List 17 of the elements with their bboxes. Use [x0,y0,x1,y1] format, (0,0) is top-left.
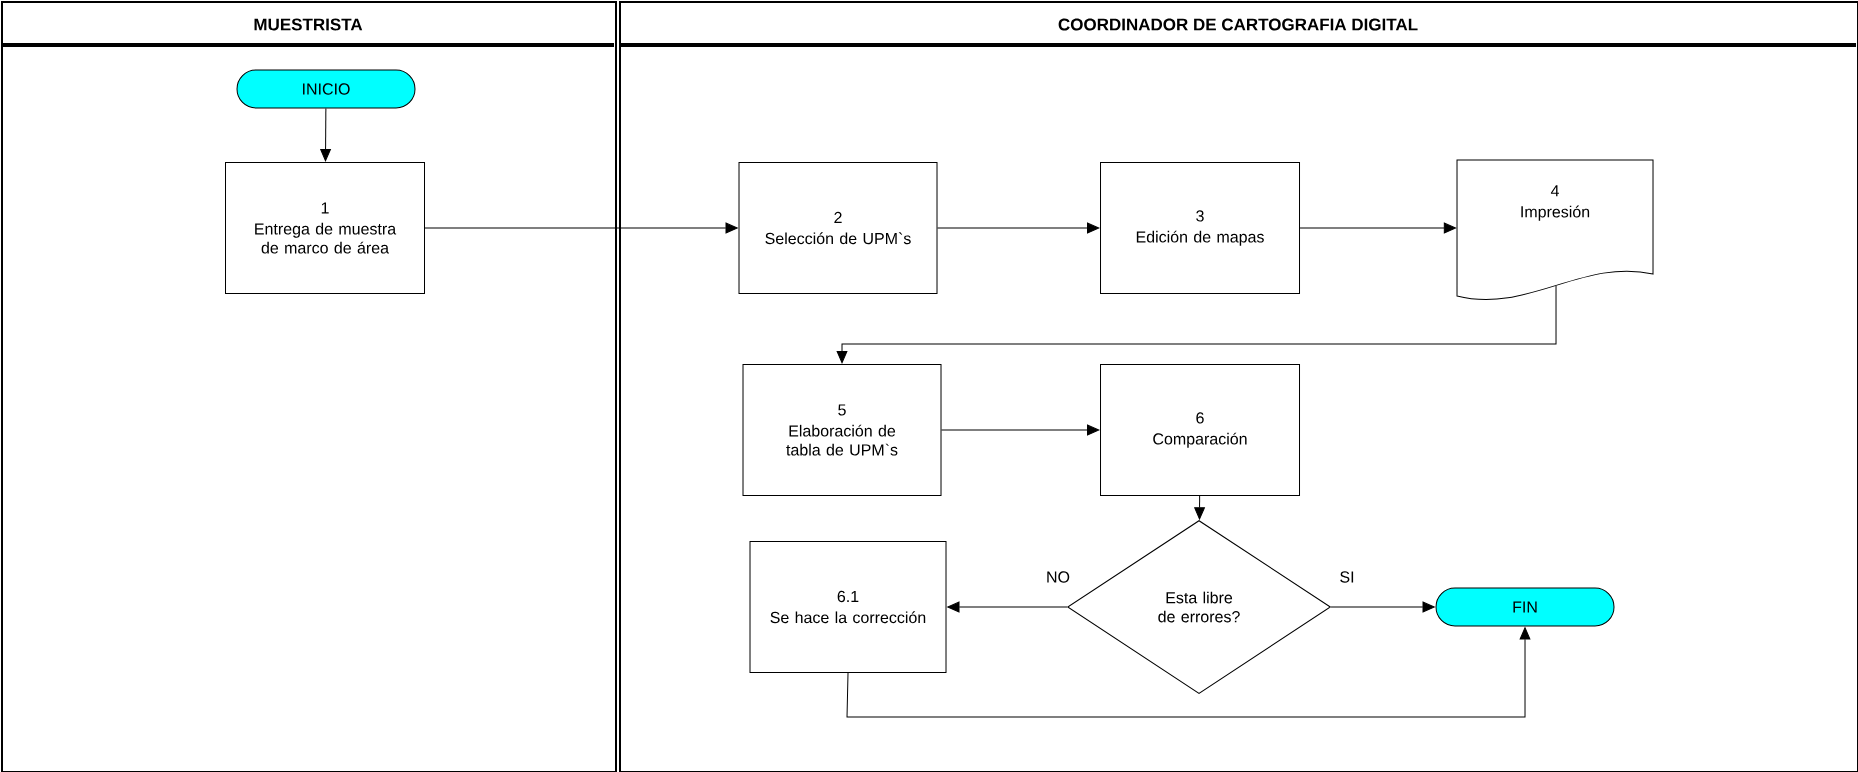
arrow [1194,495,1205,520]
arrow [846,627,1531,718]
arrow [424,222,738,234]
arrow [320,108,331,162]
edge-label: SI [1337,569,1357,585]
process-box: 6 Comparación [1100,364,1300,496]
arrow [947,601,1068,613]
arrow [941,424,1100,436]
process-box: 2 Selección de UPM`s [738,162,938,294]
process-box: 5 Elaboración de tabla de UPM`s [742,364,942,496]
process-box: 3 Edición de mapas [1100,162,1300,294]
process-box: 6.1 Se hace la corrección [749,541,947,673]
arrow [937,222,1100,234]
arrow [836,285,1557,364]
process-box: 1 Entrega de muestra de marco de área [225,162,425,294]
arrow [1330,601,1435,613]
arrow [1299,222,1457,234]
